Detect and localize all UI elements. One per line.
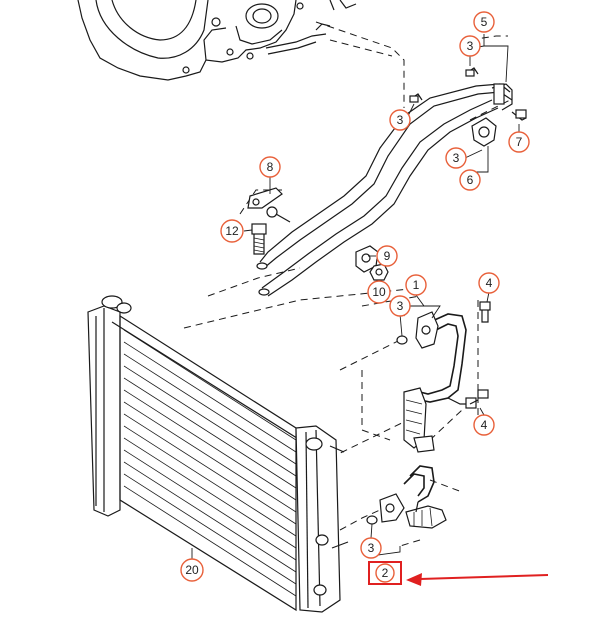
callout-8: 8 bbox=[259, 156, 281, 178]
svg-text:7: 7 bbox=[516, 135, 523, 149]
callout-5: 5 bbox=[473, 11, 495, 33]
hose-assembly-1 bbox=[403, 311, 477, 453]
highlight-part-2: 2 bbox=[368, 561, 402, 585]
svg-text:1: 1 bbox=[413, 278, 420, 292]
guide-lines bbox=[183, 21, 511, 547]
callout-3e: 3 bbox=[360, 537, 382, 559]
callout-9: 9 bbox=[376, 245, 398, 267]
svg-text:6: 6 bbox=[467, 173, 474, 187]
coolant-pipes bbox=[256, 83, 513, 297]
leader-lines bbox=[191, 34, 520, 560]
svg-text:8: 8 bbox=[267, 160, 274, 174]
svg-text:3: 3 bbox=[397, 113, 404, 127]
callout-10: 10 bbox=[367, 280, 391, 304]
svg-text:3: 3 bbox=[368, 541, 375, 555]
radiator-20 bbox=[87, 295, 349, 613]
svg-text:3: 3 bbox=[467, 39, 474, 53]
bolt-12 bbox=[251, 223, 267, 255]
callout-6: 6 bbox=[459, 169, 481, 191]
callout-3d: 3 bbox=[389, 295, 411, 317]
svg-text:3: 3 bbox=[453, 151, 460, 165]
callout-3b: 3 bbox=[389, 109, 411, 131]
svg-text:4: 4 bbox=[481, 418, 488, 432]
svg-text:4: 4 bbox=[486, 276, 493, 290]
o-ring-mid bbox=[396, 335, 408, 345]
svg-text:10: 10 bbox=[372, 285, 386, 299]
bracket-8 bbox=[247, 187, 291, 223]
svg-text:2: 2 bbox=[382, 566, 389, 580]
callout-12: 12 bbox=[220, 219, 244, 243]
svg-text:9: 9 bbox=[384, 249, 391, 263]
upper-fittings bbox=[409, 67, 527, 147]
svg-text:12: 12 bbox=[225, 224, 239, 238]
callout-3a: 3 bbox=[459, 35, 481, 57]
svg-text:3: 3 bbox=[397, 299, 404, 313]
callout-1: 1 bbox=[405, 274, 427, 296]
o-ring-lower bbox=[366, 515, 378, 525]
svg-text:20: 20 bbox=[185, 563, 199, 577]
callout-3c: 3 bbox=[445, 147, 467, 169]
callout-20: 20 bbox=[180, 558, 204, 582]
bolt-4b bbox=[469, 389, 489, 405]
engine-housing bbox=[77, 0, 357, 81]
svg-text:5: 5 bbox=[481, 15, 488, 29]
bolt-4a bbox=[479, 301, 491, 323]
callouts: 5 3 3 7 3 6 8 12 bbox=[180, 11, 530, 582]
callout-4b: 4 bbox=[473, 414, 495, 436]
callout-7: 7 bbox=[508, 131, 530, 153]
pointer-arrow bbox=[406, 573, 549, 586]
hose-assembly-2 bbox=[379, 465, 447, 529]
callout-4a: 4 bbox=[478, 272, 500, 294]
